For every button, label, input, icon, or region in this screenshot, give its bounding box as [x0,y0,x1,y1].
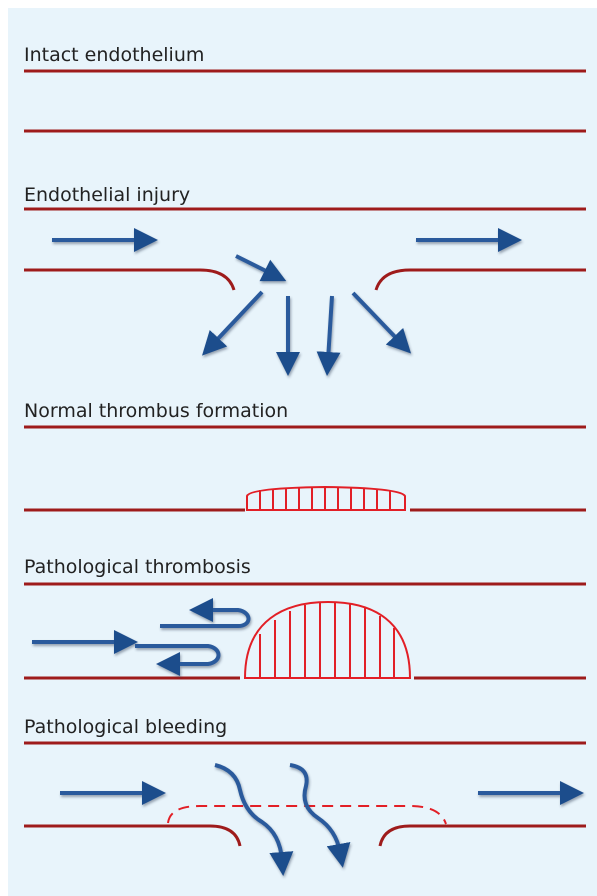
leak-arrow [328,296,332,360]
panel-normal-thrombus-formation [24,427,586,510]
vessel-wall-bottom-left [24,826,240,846]
large-thrombus [245,602,410,678]
leak-arrow [213,292,262,344]
panel-pathological-bleeding [24,743,586,860]
bleeding-arrow [290,765,340,852]
small-thrombus [247,487,405,510]
bleeding-arrow [215,765,282,860]
vessel-wall-bottom-right [376,270,586,290]
flow-arrows [32,610,249,664]
panel-endothelial-injury [24,209,586,360]
turbulent-flow-arrow [160,610,249,626]
panel-intact-endothelium [24,71,586,131]
flow-arrow [236,256,272,274]
flow-arrows [52,240,506,360]
leak-arrow [353,293,400,342]
vessel-wall-bottom-right [380,826,586,846]
flow-arrows [60,765,568,860]
panel-pathological-thrombosis [24,584,586,678]
vessel-wall-bottom-left [24,270,234,290]
turbulent-flow-arrow [135,646,219,664]
